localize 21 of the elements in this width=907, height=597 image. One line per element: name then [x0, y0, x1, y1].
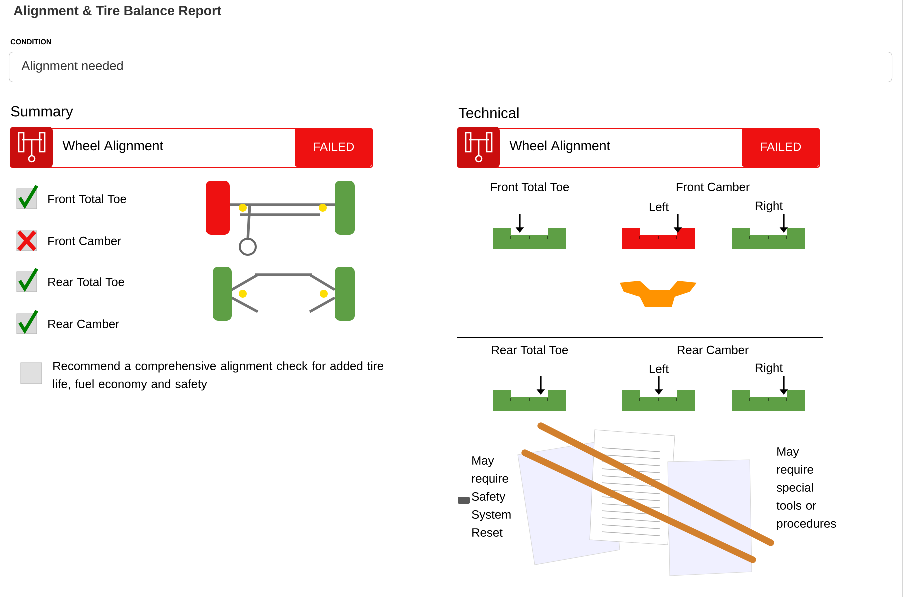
status-bar: Wheel Alignment FAILED	[457, 127, 820, 168]
recommendation-text: Recommend a comprehensive alignment check for added tire life, fuel economy and safety	[53, 362, 384, 391]
gauge-heading: Right	[756, 201, 783, 213]
section-heading: Summary	[11, 106, 74, 120]
check-item: Rear Camber	[48, 320, 120, 328]
check-item: Front Total Toe	[48, 194, 126, 204]
check-item: Rear Total Toe	[48, 278, 124, 286]
text-field: Alignment needed	[9, 52, 893, 83]
gauge-heading: Left	[650, 202, 669, 212]
status-bar: Wheel Alignment FAILED	[10, 127, 374, 168]
page-title: Alignment & Tire Balance Report	[14, 6, 222, 18]
check-item: Front Camber	[48, 236, 122, 246]
gauge-heading: Rear Camber	[678, 346, 749, 354]
gauge-heading: Left	[650, 364, 669, 374]
note-text: May require special tools or procedures	[776, 448, 836, 530]
gauge-heading: Right	[756, 363, 783, 375]
gauge-heading: Rear Total Toe	[492, 346, 568, 354]
note-text: May require Safety System Reset	[472, 456, 511, 537]
section-heading: Technical	[458, 108, 519, 118]
gauge-heading: Front Total Toe	[491, 182, 570, 192]
gauge-heading: Front Camber	[676, 182, 750, 192]
